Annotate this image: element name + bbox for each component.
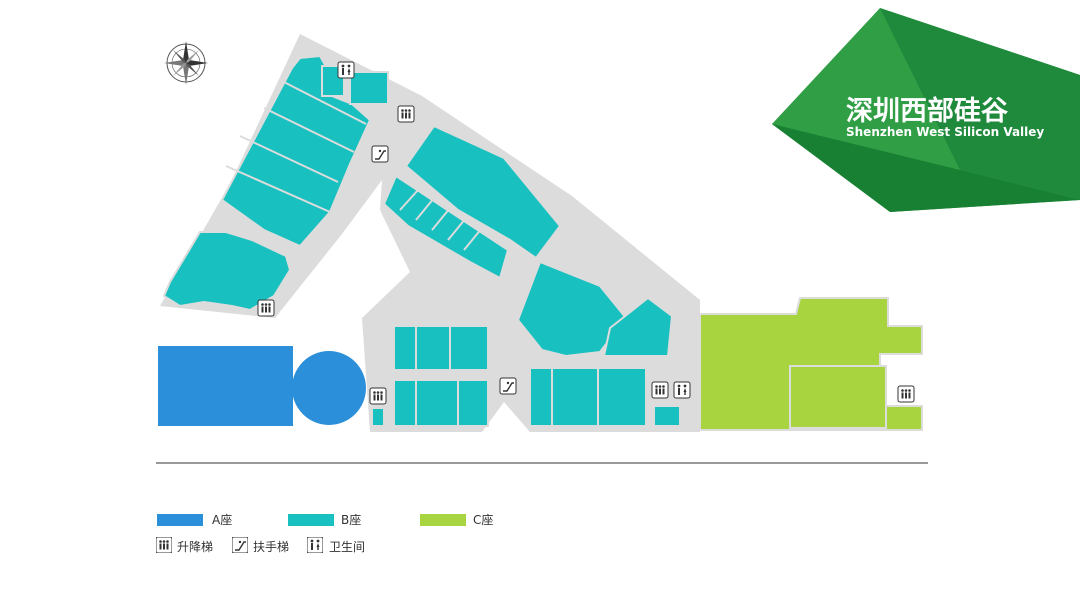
zone-a (158, 346, 366, 426)
legend-label-c: C座 (473, 513, 494, 527)
zone-b-dividers (225, 79, 599, 426)
legend-label-a: A座 (212, 513, 233, 527)
restroom-icon (337, 61, 355, 79)
legend-label-b: B座 (341, 513, 362, 527)
zone-c (699, 297, 923, 431)
legend-swatch-a (157, 514, 203, 526)
escalator-icon (499, 377, 517, 395)
elevator-icon (651, 381, 669, 399)
restroom-icon (307, 537, 323, 553)
escalator-icon (371, 145, 389, 163)
legend-label-elevator: 升降梯 (177, 540, 214, 554)
elevator-icon (257, 299, 275, 317)
compass-icon (164, 41, 208, 85)
legend-swatch-c (420, 514, 466, 526)
elevator-icon (397, 105, 415, 123)
escalator-icon (232, 537, 248, 553)
brand-title-cn: 深圳西部硅谷 (846, 95, 1009, 127)
restroom-icon (673, 381, 691, 399)
legend-swatch-b (288, 514, 334, 526)
elevator-icon (156, 537, 172, 553)
elevator-icon (897, 385, 915, 403)
elevator-icon (369, 387, 387, 405)
zone-b (162, 54, 681, 427)
legend-label-escalator: 扶手梯 (253, 540, 290, 554)
brand-title-en: Shenzhen West Silicon Valley (846, 125, 1044, 139)
brand-banner: 深圳西部硅谷 Shenzhen West Silicon Valley (772, 8, 1080, 212)
legend-label-restroom: 卫生间 (329, 540, 366, 554)
